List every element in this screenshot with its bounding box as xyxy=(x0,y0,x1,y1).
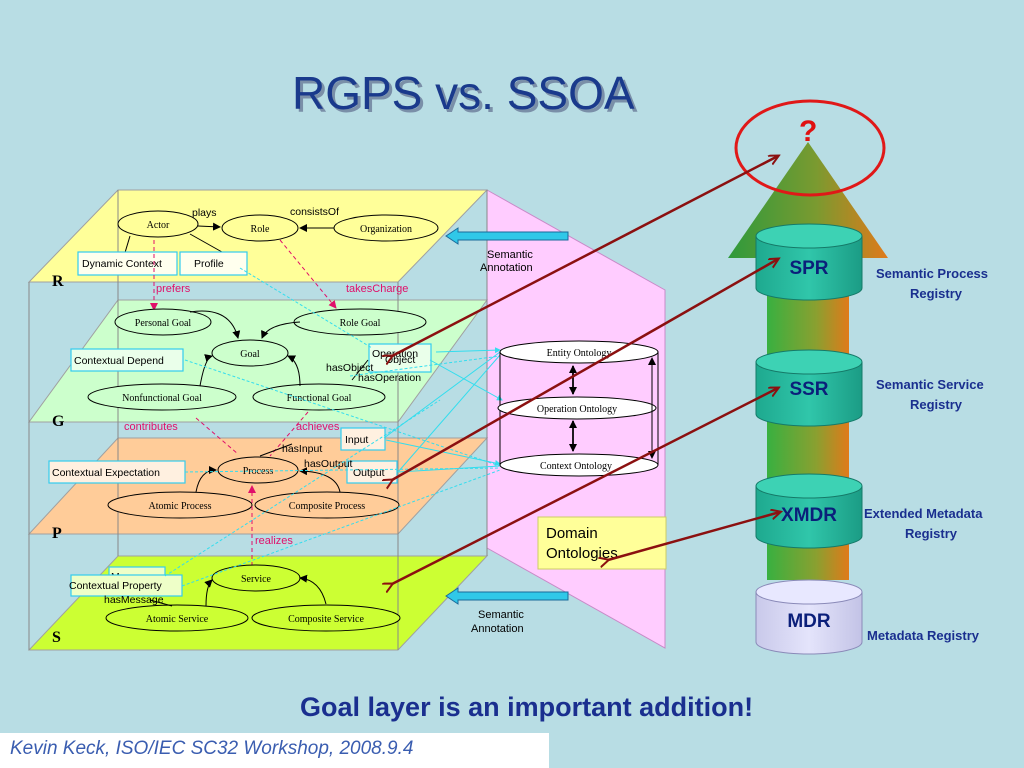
contextual-property-box: Contextual Property xyxy=(69,580,163,592)
semantic-annotation-label-2: Annotation xyxy=(480,262,533,274)
edge-has-message: hasMessage xyxy=(104,594,164,606)
spr-cylinder-label: SPR xyxy=(789,258,828,279)
entity-ontology: Entity Ontology xyxy=(547,348,612,359)
mdr-registry-label: Metadata Registry xyxy=(867,628,980,643)
ssr-registry-label-1: Semantic Service xyxy=(876,377,984,392)
edge-achieves: achieves xyxy=(296,421,340,433)
semantic-annotation-label-1: Semantic xyxy=(478,609,524,621)
node-organization: Organization xyxy=(360,224,412,235)
credit-text: Kevin Keck, ISO/IEC SC32 Workshop, 2008.… xyxy=(10,738,414,759)
xmdr-registry-label-1: Extended Metadata xyxy=(864,506,983,521)
credit-banner: Kevin Keck, ISO/IEC SC32 Workshop, 2008.… xyxy=(0,733,549,768)
question-mark: ? xyxy=(799,115,817,148)
node-composite-process: Composite Process xyxy=(289,501,365,512)
node-atomic-process: Atomic Process xyxy=(148,501,211,512)
profile-box: Profile xyxy=(194,258,224,270)
dynamic-context-box: Dynamic Context xyxy=(82,258,162,270)
node-actor: Actor xyxy=(147,220,170,231)
p-layer-nodes: Input Output hasInput hasOutput Process … xyxy=(48,427,400,519)
edge-plays: plays xyxy=(192,207,217,219)
contextual-expectation-box: Contextual Expectation xyxy=(52,467,160,479)
contextual-depend-box: Contextual Depend xyxy=(74,355,164,367)
layer-p-plane xyxy=(27,437,489,535)
node-composite-service: Composite Service xyxy=(288,614,364,625)
goal-layer-caption: Goal layer is an important addition! xyxy=(300,692,753,722)
xmdr-registry-label-2: Registry xyxy=(905,526,958,541)
node-atomic-service: Atomic Service xyxy=(146,614,209,625)
edge-realizes: realizes xyxy=(255,535,293,547)
node-role: Role xyxy=(251,224,270,235)
semantic-annotation-arrow-icon xyxy=(445,587,569,605)
node-role-goal: Role Goal xyxy=(340,318,381,329)
mdr-cylinder-label: MDR xyxy=(787,611,831,632)
domain-ontologies-label-1: Domain xyxy=(546,525,598,542)
spr-registry-label-2: Registry xyxy=(910,286,963,301)
node-nonfunctional-goal: Nonfunctional Goal xyxy=(122,393,202,404)
edge-has-object: hasObject xyxy=(326,362,373,374)
node-personal-goal: Personal Goal xyxy=(135,318,192,329)
question-circle-icon xyxy=(734,99,886,197)
slide-title: RGPS vs. SSOA RGPS vs. SSOA xyxy=(292,67,638,122)
semantic-annotation-bottom: Semantic Annotation xyxy=(445,587,569,635)
edge-has-output: hasOutput xyxy=(304,458,353,470)
registry-stack: ? SPR SSR XMDR MDR Semantic Process Regi… xyxy=(728,99,988,655)
node-goal: Goal xyxy=(240,349,260,360)
operation-ontology: Operation Ontology xyxy=(537,404,617,415)
context-ontology: Context Ontology xyxy=(540,461,612,472)
layer-p-letter: P xyxy=(52,525,62,542)
mapping-arrows xyxy=(392,156,780,584)
semantic-annotation-label-1: Semantic xyxy=(487,249,533,261)
edge-prefers: prefers xyxy=(156,283,191,295)
node-process: Process xyxy=(243,466,274,477)
spr-registry-label-1: Semantic Process xyxy=(876,266,988,281)
ssr-registry-label-2: Registry xyxy=(910,397,963,412)
layer-r-letter: R xyxy=(52,273,64,290)
node-functional-goal: Functional Goal xyxy=(287,393,352,404)
domain-ontologies-label-2: Ontologies xyxy=(546,545,618,562)
title-shadow: RGPS vs. SSOA xyxy=(295,70,638,122)
domain-ontologies-box: Domain Ontologies xyxy=(537,516,667,570)
layer-s-letter: S xyxy=(52,629,61,646)
semantic-annotation-label-2: Annotation xyxy=(471,623,524,635)
object-box: Object xyxy=(385,354,415,366)
s-layer-nodes: Service Atomic Service Composite Service… xyxy=(69,564,401,632)
layer-g-letter: G xyxy=(52,413,65,430)
edge-contributes: contributes xyxy=(124,421,178,433)
ssr-cylinder-label: SSR xyxy=(789,379,828,400)
output-box: Output xyxy=(353,467,385,479)
input-box: Input xyxy=(345,434,368,446)
edge-has-input: hasInput xyxy=(282,443,322,455)
page-title: RGPS vs. SSOA xyxy=(292,67,635,119)
edge-takes-charge: takesCharge xyxy=(346,283,408,295)
edge-consists-of: consistsOf xyxy=(290,206,339,218)
node-service: Service xyxy=(241,574,272,585)
xmdr-cylinder-label: XMDR xyxy=(781,505,837,526)
